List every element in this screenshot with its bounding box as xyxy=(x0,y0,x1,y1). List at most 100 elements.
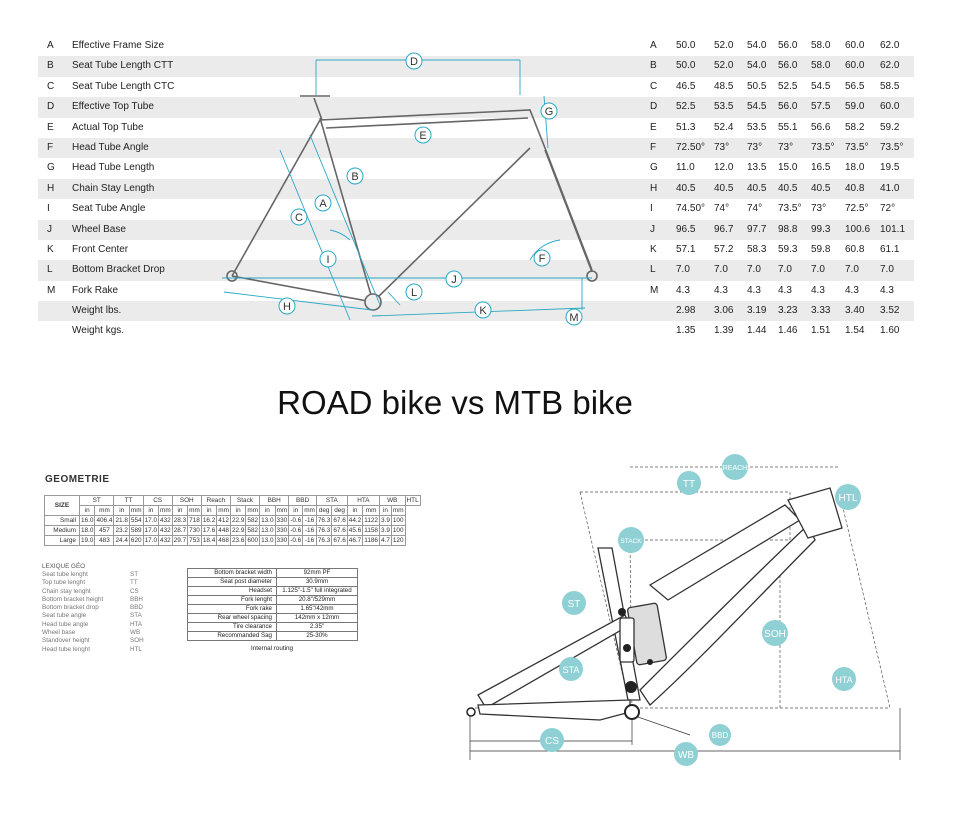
table-cell: 753 xyxy=(187,535,202,546)
svg-text:A: A xyxy=(319,198,327,210)
table-cell: 1186 xyxy=(362,535,380,546)
row-letter: H xyxy=(47,182,55,194)
row-letter: K xyxy=(47,243,54,255)
size-header: SIZE xyxy=(44,495,80,516)
row-value: 15.0 xyxy=(778,162,798,174)
row-letter: M xyxy=(47,284,56,296)
row-value: 57.1 xyxy=(676,243,696,255)
svg-text:STACK: STACK xyxy=(620,538,642,545)
svg-text:WB: WB xyxy=(678,750,694,761)
row-value: 11.0 xyxy=(676,162,695,174)
road-label-f: F xyxy=(533,249,551,267)
spec-key: Rear wheel spacing xyxy=(187,613,277,623)
row-value: 72° xyxy=(880,203,896,215)
group-header: WB xyxy=(378,495,406,506)
row-value: 41.0 xyxy=(880,182,900,194)
row-letter-right: H xyxy=(650,182,658,194)
svg-text:B: B xyxy=(351,171,358,183)
row-value: 3.40 xyxy=(845,305,865,317)
mtb-label-soh: SOH xyxy=(762,620,788,646)
lexique-abbr: CS xyxy=(130,587,139,595)
table-cell: 3.9 xyxy=(378,525,392,536)
group-header: Reach xyxy=(200,495,231,506)
spec-key: Recommanded Sag xyxy=(187,631,277,641)
table-cell: 18.4 xyxy=(200,535,218,546)
table-cell: 67.6 xyxy=(331,525,348,536)
svg-text:H: H xyxy=(283,301,291,313)
row-value: 99.3 xyxy=(811,223,831,235)
row-value: 73.5° xyxy=(845,141,869,153)
lexique-abbr: HTL xyxy=(130,645,142,653)
row-value: 59.0 xyxy=(845,101,865,113)
row-value: 72.5° xyxy=(845,203,869,215)
mtb-geometry-title: GEOMETRIE xyxy=(45,474,110,485)
table-cell: 330 xyxy=(274,525,290,536)
unit-header: in xyxy=(259,505,276,516)
mtb-label-reach: REACH xyxy=(722,454,748,480)
spec-footer: Internal routing xyxy=(251,645,294,652)
unit-header: mm xyxy=(362,505,380,516)
lexique-abbr: ST xyxy=(130,571,139,578)
svg-text:F: F xyxy=(539,253,546,265)
unit-header: deg xyxy=(315,505,333,516)
group-header: HTA xyxy=(346,495,380,506)
row-value: 18.0 xyxy=(845,162,865,174)
mtb-label-stack: STACK xyxy=(618,527,644,553)
row-value: 56.5 xyxy=(845,80,865,92)
row-value: 7.0 xyxy=(676,264,690,276)
row-label: Effective Top Tube xyxy=(72,101,154,113)
svg-text:L: L xyxy=(411,287,417,299)
table-cell: 589 xyxy=(128,525,144,536)
table-cell: 18.0 xyxy=(78,525,96,536)
row-value: 73° xyxy=(811,203,827,215)
table-cell: 19.0 xyxy=(78,535,96,546)
lexique-abbr: BBD xyxy=(130,604,143,612)
spec-value: 20.8"/529mm xyxy=(276,595,358,605)
spec-key: Bottom bracket width xyxy=(187,568,277,578)
group-header: BBH xyxy=(259,495,290,506)
svg-text:C: C xyxy=(295,212,303,224)
lexique-abbr: BBH xyxy=(130,595,143,603)
row-value: 73° xyxy=(747,141,763,153)
mtb-label-bbd: BBD xyxy=(709,724,731,746)
mtb-label-htl: HTL xyxy=(835,484,861,510)
row-value: 19.5 xyxy=(880,162,900,174)
row-value: 7.0 xyxy=(811,264,825,276)
unit-header: in xyxy=(288,505,304,516)
group-header: BBD xyxy=(288,495,317,506)
row-label: Effective Frame Size xyxy=(72,40,165,51)
road-label-l: L xyxy=(405,283,423,301)
row-value: 98.8 xyxy=(778,223,798,235)
row-value: 53.5 xyxy=(747,121,767,133)
row-value: 4.3 xyxy=(778,284,792,296)
row-value: 52.5 xyxy=(778,80,798,92)
unit-header: in xyxy=(113,505,130,516)
row-value: 60.8 xyxy=(845,243,865,255)
row-value: 3.52 xyxy=(880,305,900,317)
row-value: 40.5 xyxy=(778,182,798,194)
table-cell: 13.0 xyxy=(259,535,276,546)
svg-text:K: K xyxy=(479,305,487,317)
mtb-label-sta: STA xyxy=(559,657,583,681)
svg-text:J: J xyxy=(451,274,457,286)
group-header: SOH xyxy=(171,495,202,506)
table-cell: 17.0 xyxy=(142,535,160,546)
row-value: 7.0 xyxy=(714,264,728,276)
unit-header: mm xyxy=(187,505,202,516)
table-cell: 432 xyxy=(158,515,173,526)
unit-header: mm xyxy=(216,505,231,516)
spec-value: 2.35" xyxy=(276,622,358,632)
row-value: 7.0 xyxy=(880,264,894,276)
row-letter: G xyxy=(47,162,55,174)
